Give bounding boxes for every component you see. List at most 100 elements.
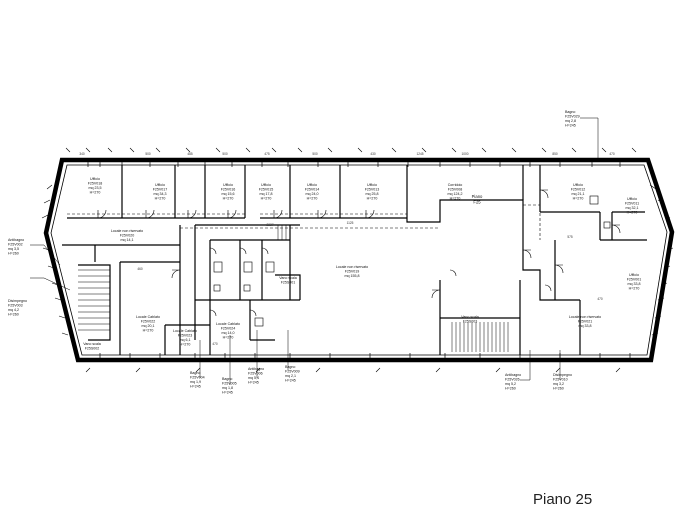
svg-text:mq 4,2: mq 4,2 <box>8 308 19 312</box>
svg-text:mq 1,9: mq 1,9 <box>190 380 201 384</box>
svg-text:F25V005: F25V005 <box>222 382 237 386</box>
svg-text:H=245: H=245 <box>565 124 576 128</box>
svg-text:Ufficio: Ufficio <box>627 197 637 201</box>
room-ufficio-f25v017: Ufficio F25V017 mq 34,3 H=270 <box>153 183 168 201</box>
callout-leaders <box>30 117 599 385</box>
svg-text:H=270: H=270 <box>155 197 166 201</box>
svg-text:F25S001: F25S001 <box>281 281 296 285</box>
room-ufficio-f25v015: Ufficio F25V015 mq 17,8 H=270 <box>259 183 274 201</box>
svg-text:Piano: Piano <box>472 194 483 199</box>
dimension-text: 500 <box>145 152 151 156</box>
svg-text:H=245: H=245 <box>285 379 296 383</box>
svg-text:H=270: H=270 <box>629 287 640 291</box>
stair-treads <box>78 225 509 352</box>
svg-text:mq 1,8: mq 1,8 <box>222 386 233 390</box>
svg-text:F25V013: F25V013 <box>365 188 380 192</box>
svg-text:mq 5,4: mq 5,4 <box>248 376 259 380</box>
svg-text:Locale non riservato: Locale non riservato <box>336 265 368 269</box>
svg-text:mq 24,0: mq 24,0 <box>306 192 319 196</box>
svg-text:F25V008: F25V008 <box>448 188 463 192</box>
svg-text:F25V026: F25V026 <box>505 378 520 382</box>
room-ufficio-f25v011: Ufficio F25V011 mq 32,1 H=270 <box>625 197 639 215</box>
callout-disimpegno-f25v010: Disimpegno F25V010 mq 3,2 H=260 <box>553 373 572 391</box>
svg-text:F25V011: F25V011 <box>625 202 639 206</box>
room-locale-cablato-f25v023: Locale Cablato F25V023 mq 6,1 H=270 <box>173 329 197 347</box>
svg-text:F25V003: F25V003 <box>8 304 23 308</box>
room-ufficio-f25v001: Ufficio F25V001 mq 33,8 H=270 <box>627 273 642 291</box>
dimension-text: 500 <box>312 152 318 156</box>
svg-text:Corridoio: Corridoio <box>448 183 463 187</box>
callout-antibagno-f25v002: Antibagno F25V002 mq 3,5 H=260 <box>8 238 24 256</box>
svg-text:Locale Cablato: Locale Cablato <box>216 322 240 326</box>
svg-text:Disimpegno: Disimpegno <box>8 299 27 303</box>
svg-text:mq 3,5: mq 3,5 <box>8 247 19 251</box>
room-ufficio-f25v012: Ufficio F25V012 mq 21,1 H=270 <box>571 183 586 201</box>
window-marks <box>87 158 631 362</box>
sanitary-fixtures <box>213 195 611 327</box>
callout-labels: Bagno F25V029 mq 2,8 H=245 Antibagno F25… <box>8 110 580 395</box>
dimension-text: 340 <box>79 152 85 156</box>
room-ufficio-f25v013: Ufficio F25V013 mq 25,8 H=270 <box>365 183 380 201</box>
svg-text:Locale Cablato: Locale Cablato <box>173 329 197 333</box>
svg-text:Ufficio: Ufficio <box>629 273 639 277</box>
callout-antibagno-f25v006: Antibagno F25V006 mq 5,4 H=245 <box>248 367 264 385</box>
room-locale-f25v020: Locale non riservato F25V020 mq 14,1 <box>111 229 143 242</box>
dimension-text: 850 <box>552 152 558 156</box>
svg-text:H=270: H=270 <box>223 336 234 340</box>
svg-text:F25V023: F25V023 <box>178 334 193 338</box>
svg-text:F25S002: F25S002 <box>85 347 100 351</box>
svg-text:mq 34,3: mq 34,3 <box>154 192 167 196</box>
reference-lines <box>67 204 541 240</box>
dimension-text: 1000 <box>461 152 468 156</box>
dimension-labels: 340 500 485 500 475 500 430 1000 1245 85… <box>79 152 615 346</box>
svg-text:Antibagno: Antibagno <box>505 373 521 377</box>
dimension-text: 575 <box>567 235 573 239</box>
svg-text:F25V024: F25V024 <box>221 327 236 331</box>
svg-text:Bagno: Bagno <box>285 365 295 369</box>
svg-text:mq 155,8: mq 155,8 <box>345 274 360 278</box>
svg-text:F25V015: F25V015 <box>259 188 274 192</box>
svg-text:H=270: H=270 <box>90 191 101 195</box>
svg-text:F25V017: F25V017 <box>153 188 168 192</box>
svg-text:mq 2,1: mq 2,1 <box>285 374 296 378</box>
dimension-text: 1125 <box>347 221 354 225</box>
dimension-text: 1245 <box>416 152 423 156</box>
svg-text:H=245: H=245 <box>222 391 233 395</box>
svg-text:Ufficio: Ufficio <box>367 183 377 187</box>
svg-text:F25V012: F25V012 <box>571 188 586 192</box>
svg-text:F25V020: F25V020 <box>120 234 135 238</box>
svg-text:Vano scala: Vano scala <box>461 315 479 319</box>
svg-text:F25V001: F25V001 <box>627 278 642 282</box>
svg-text:mq 3,2: mq 3,2 <box>553 382 564 386</box>
svg-text:F25V021: F25V021 <box>578 320 593 324</box>
svg-text:H=270: H=270 <box>573 197 584 201</box>
room-vano-scala-f25s002: Vano scala F25S002 <box>83 342 101 351</box>
room-corridoio-f25v008: Corridoio F25V008 mq 124,2 H=270 <box>448 183 463 201</box>
svg-text:Locale non riservato: Locale non riservato <box>569 315 601 319</box>
svg-text:H=270: H=270 <box>307 197 318 201</box>
svg-text:Disimpegno: Disimpegno <box>553 373 572 377</box>
svg-text:Vano scala: Vano scala <box>279 276 297 280</box>
svg-text:mq 25,8: mq 25,8 <box>366 192 379 196</box>
dimension-text: 470 <box>212 342 218 346</box>
room-vano-scala-f25s001: Vano scala F25S001 <box>279 276 297 285</box>
room-locale-f25v021: Locale non riservato F25V021 mq 33,8 <box>569 315 601 328</box>
callout-antibagno-f25v026: Antibagno F25V026 mq 5,2 H=260 <box>505 373 521 391</box>
room-labels: Ufficio F25V018 mq 23,5 H=270 Ufficio F2… <box>83 177 641 351</box>
dimension-text: 2337 <box>266 223 273 227</box>
svg-text:F25V018: F25V018 <box>88 182 103 186</box>
svg-text:F25V004: F25V004 <box>190 376 205 380</box>
svg-text:H=270: H=270 <box>367 197 378 201</box>
svg-text:mq 14,1: mq 14,1 <box>121 238 134 242</box>
svg-text:mq 32,1: mq 32,1 <box>626 206 639 210</box>
dimension-text: 475 <box>264 152 270 156</box>
room-vano-scala-f25s003: Vano scala F25S003 <box>461 315 479 324</box>
dimension-text: 430 <box>370 152 376 156</box>
dimension-text: 470 <box>609 152 615 156</box>
svg-text:H=270: H=270 <box>180 343 191 347</box>
outer-walls <box>43 157 675 363</box>
center-floor-label: Piano F25 <box>472 194 483 205</box>
svg-text:Bagno: Bagno <box>565 110 575 114</box>
door-swings <box>97 189 621 317</box>
room-locale-f25v019: Locale non riservato F25V019 mq 155,8 <box>336 265 368 278</box>
